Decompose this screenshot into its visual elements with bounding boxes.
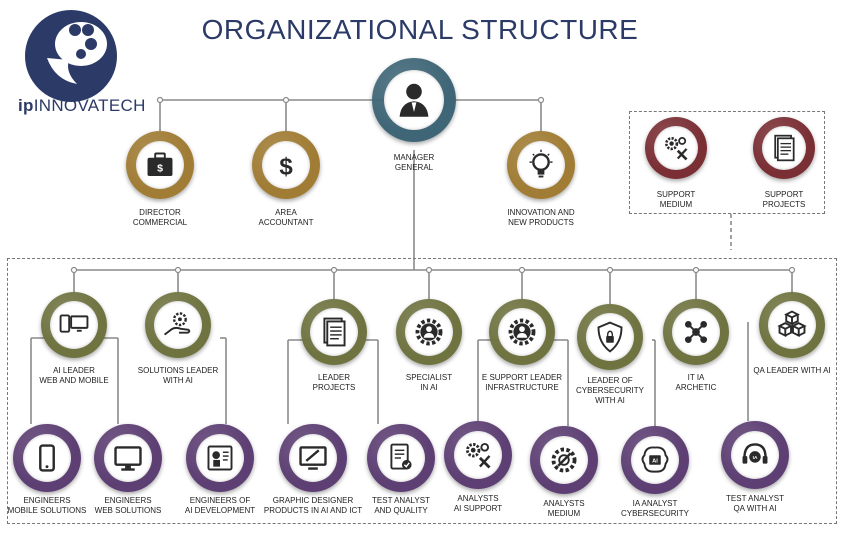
node-eng-ai [186,424,254,492]
node-label: ANALYSTS MEDIUM [543,499,585,518]
node-eng-web [94,424,162,492]
gear-person-icon [498,308,546,356]
connector-dot [537,96,545,104]
gear-wrench-icon [540,436,588,484]
node-label: ENGINEERS MOBILE SOLUTIONS [7,496,87,515]
node-qa-leader [759,292,825,358]
connector-dot [282,96,290,104]
node-label: IT IA ARCHETIC [675,373,717,392]
connector-dot [330,266,338,274]
node-label: E SUPPORT LEADER INFRASTRUCTURE [481,373,563,392]
document-icon [762,126,806,170]
node-support-leader [489,299,555,365]
phone-icon [23,434,71,482]
page-title: ORGANIZATIONAL STRUCTURE [201,14,639,45]
node-label: ANALYSTS AI SUPPORT [453,494,503,513]
departments-group-box [7,258,837,524]
node-label: QA LEADER WITH AI [753,366,831,375]
support-group-box [629,111,825,214]
connector-dot [692,266,700,274]
headset-ia-icon: IA [731,431,779,479]
document-icon [310,308,358,356]
node-graphic-designer [279,424,347,492]
connector-dot [788,266,796,274]
node-ia-analyst: AI [621,426,689,494]
node-label: SUPPORT MEDIUM [656,190,696,209]
node-label: INNOVATION AND NEW PRODUCTS [507,208,575,227]
person-icon [384,70,444,130]
node-label: MANAGER GENERAL [393,153,435,172]
connector-dot [70,266,78,274]
svg-text:IA: IA [753,455,758,461]
svg-text:AI: AI [652,458,658,464]
node-label: ENGINEERS WEB SOLUTIONS [94,496,162,515]
connector-dot [174,266,182,274]
connector-dot [425,266,433,274]
node-eng-mobile [13,424,81,492]
node-label: SUPPORT PROJECTS [762,190,806,209]
robot-code-icon [196,434,244,482]
node-analysts-ai-support [444,421,512,489]
node-test-analyst-qa: IA [721,421,789,489]
node-test-analyst [367,424,435,492]
lightbulb-icon [517,141,565,189]
node-label: TEST ANALYST AND QUALITY [372,496,430,515]
logo-wordmark: ipINNOVATECH [18,96,146,115]
svg-text:$: $ [157,163,163,175]
node-ai-leader [41,292,107,358]
node-analysts-medium [530,426,598,494]
node-leader-cyber [577,304,643,370]
checklist-icon [377,434,425,482]
gear-tools-icon [454,431,502,479]
design-monitor-icon [289,434,337,482]
gear-tools-icon [654,126,698,170]
node-label: IA ANALYST CYBERSECURITY [620,499,689,518]
monitor-icon [104,434,152,482]
network-icon [672,308,720,356]
node-solutions-leader [145,292,211,358]
node-label: DIRECTOR COMMERCIAL [132,208,188,227]
node-label: TEST ANALYST QA WITH AI [726,494,784,513]
ai-brain-icon: AI [631,436,679,484]
node-leader-projects [301,299,367,365]
node-it-ia [663,299,729,365]
logo-icon [25,10,117,102]
shield-lock-icon [586,313,634,361]
svg-text:$: $ [279,154,293,181]
connector-dot [156,96,164,104]
node-accountant: $ [252,131,320,199]
node-label: GRAPHIC DESIGNER PRODUCTS IN AI AND ICT [263,496,363,515]
node-label: SOLUTIONS LEADER WITH AI [137,366,219,385]
gear-person-icon [405,308,453,356]
dollar-icon: $ [262,141,310,189]
node-label: SPECIALIST IN AI [405,373,453,392]
node-label: LEADER OF CYBERSECURITY WITH AI [575,376,644,405]
node-label: AREA ACCOUNTANT [258,208,314,227]
node-support-projects [753,117,815,179]
node-innovation [507,131,575,199]
briefcase-dollar-icon: $ [136,141,184,189]
cubes-icon [768,301,816,349]
node-label: LEADER PROJECTS [312,373,356,392]
node-manager [372,58,456,142]
devices-icon [50,301,98,349]
connector-dot [518,266,526,274]
node-support-medium [645,117,707,179]
hand-gear-icon [154,301,202,349]
node-label: ENGINEERS OF AI DEVELOPMENT [184,496,256,515]
node-label: AI LEADER WEB AND MOBILE [39,366,109,385]
node-director: $ [126,131,194,199]
node-specialist-ai [396,299,462,365]
connector-dot [606,266,614,274]
